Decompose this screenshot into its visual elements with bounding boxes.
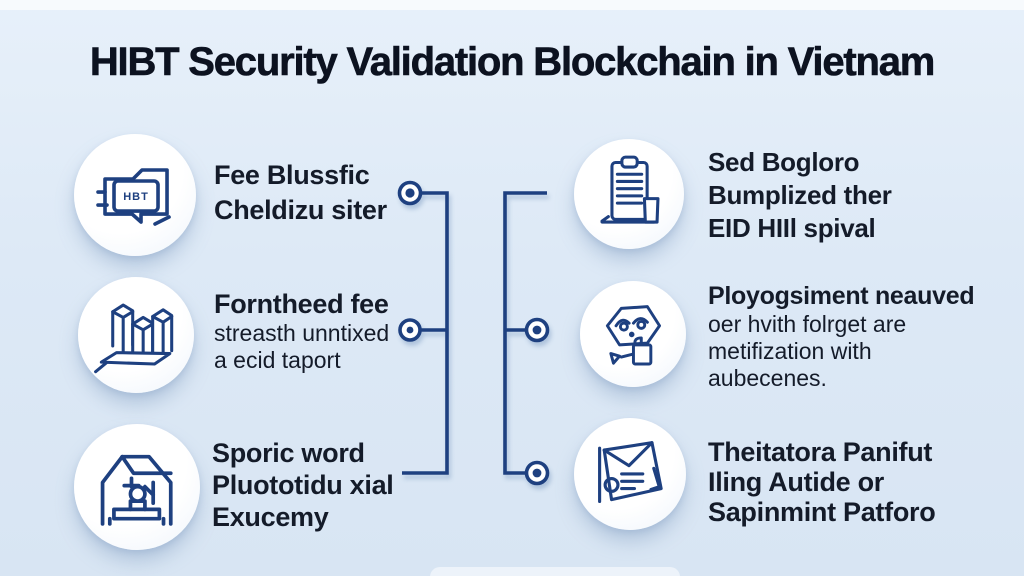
item-text-line: Sapinmint Patforo [708,497,936,527]
left-bracket-line [402,191,449,475]
clipboard-report-icon [574,139,684,249]
feature-text-4: Sed Bogloro Bumplized ther EID HIIl spiv… [708,146,892,245]
item-text-line: Exucemy [212,502,329,532]
item-text-line: Sporic word [212,438,365,468]
workshop-machine-icon [74,424,200,550]
item-text-line: Forntheed fee [214,289,389,319]
envelope-news-icon [574,418,686,530]
item-text-line: metifization with [708,338,872,364]
connector-node-dot [405,188,415,198]
clipboard-report-glyph [600,155,660,224]
feature-text-2: Forntheed fee streasth unntixed a ecid t… [214,289,389,374]
workshop-machine-glyph [101,455,173,527]
item-text-line: a ecid taport [214,347,341,373]
hexagon-mascot-icon [580,281,686,387]
item-text-line: Ployogsiment neauved [708,282,975,310]
connector-nodes [397,180,550,486]
isometric-blocks-icon [78,277,194,393]
page-title: HIBT Security Validation Blockchain in V… [89,40,936,85]
item-text-line: Fee Blussfic [214,160,370,190]
bottom-edge-artifact [430,567,680,576]
connector-node-dot [406,326,414,334]
feature-text-6: Theitatora Panifut Iling Autide or Sapin… [708,437,936,527]
item-text-line: streasth unntixed [214,320,390,346]
top-border-strip [0,0,1024,10]
envelope-news-glyph [598,441,663,504]
hibt-card-label: HBT [123,191,149,203]
item-text-line: Sed Bogloro [708,147,860,177]
item-text-line: Bumplized ther [708,180,892,210]
feature-text-1: Fee Blussfic Cheldizu siter [214,158,387,228]
item-text-line: Theitatora Panifut [708,437,933,467]
item-text-line: oer hvith folrget are [708,311,907,337]
item-text-line: Pluototidu xial [212,470,394,500]
connector-node-dot [532,325,542,335]
item-text-line: Cheldizu siter [214,195,387,225]
item-text-line: aubecenes. [708,365,827,391]
feature-text-5: Ployogsiment neauved oer hvith folrget a… [708,282,975,392]
connector-node-dot [532,468,542,478]
item-text-line: Iling Autide or [708,467,884,497]
item-text-line: EID HIIl spival [708,213,876,243]
hibt-card-glyph: HBT [96,168,171,226]
hexagon-mascot-glyph [605,304,661,366]
feature-text-3: Sporic word Pluototidu xial Exucemy [212,437,394,533]
isometric-blocks-glyph [94,303,174,374]
hibt-card-icon: HBT [74,134,196,256]
right-bracket-line [503,191,547,475]
